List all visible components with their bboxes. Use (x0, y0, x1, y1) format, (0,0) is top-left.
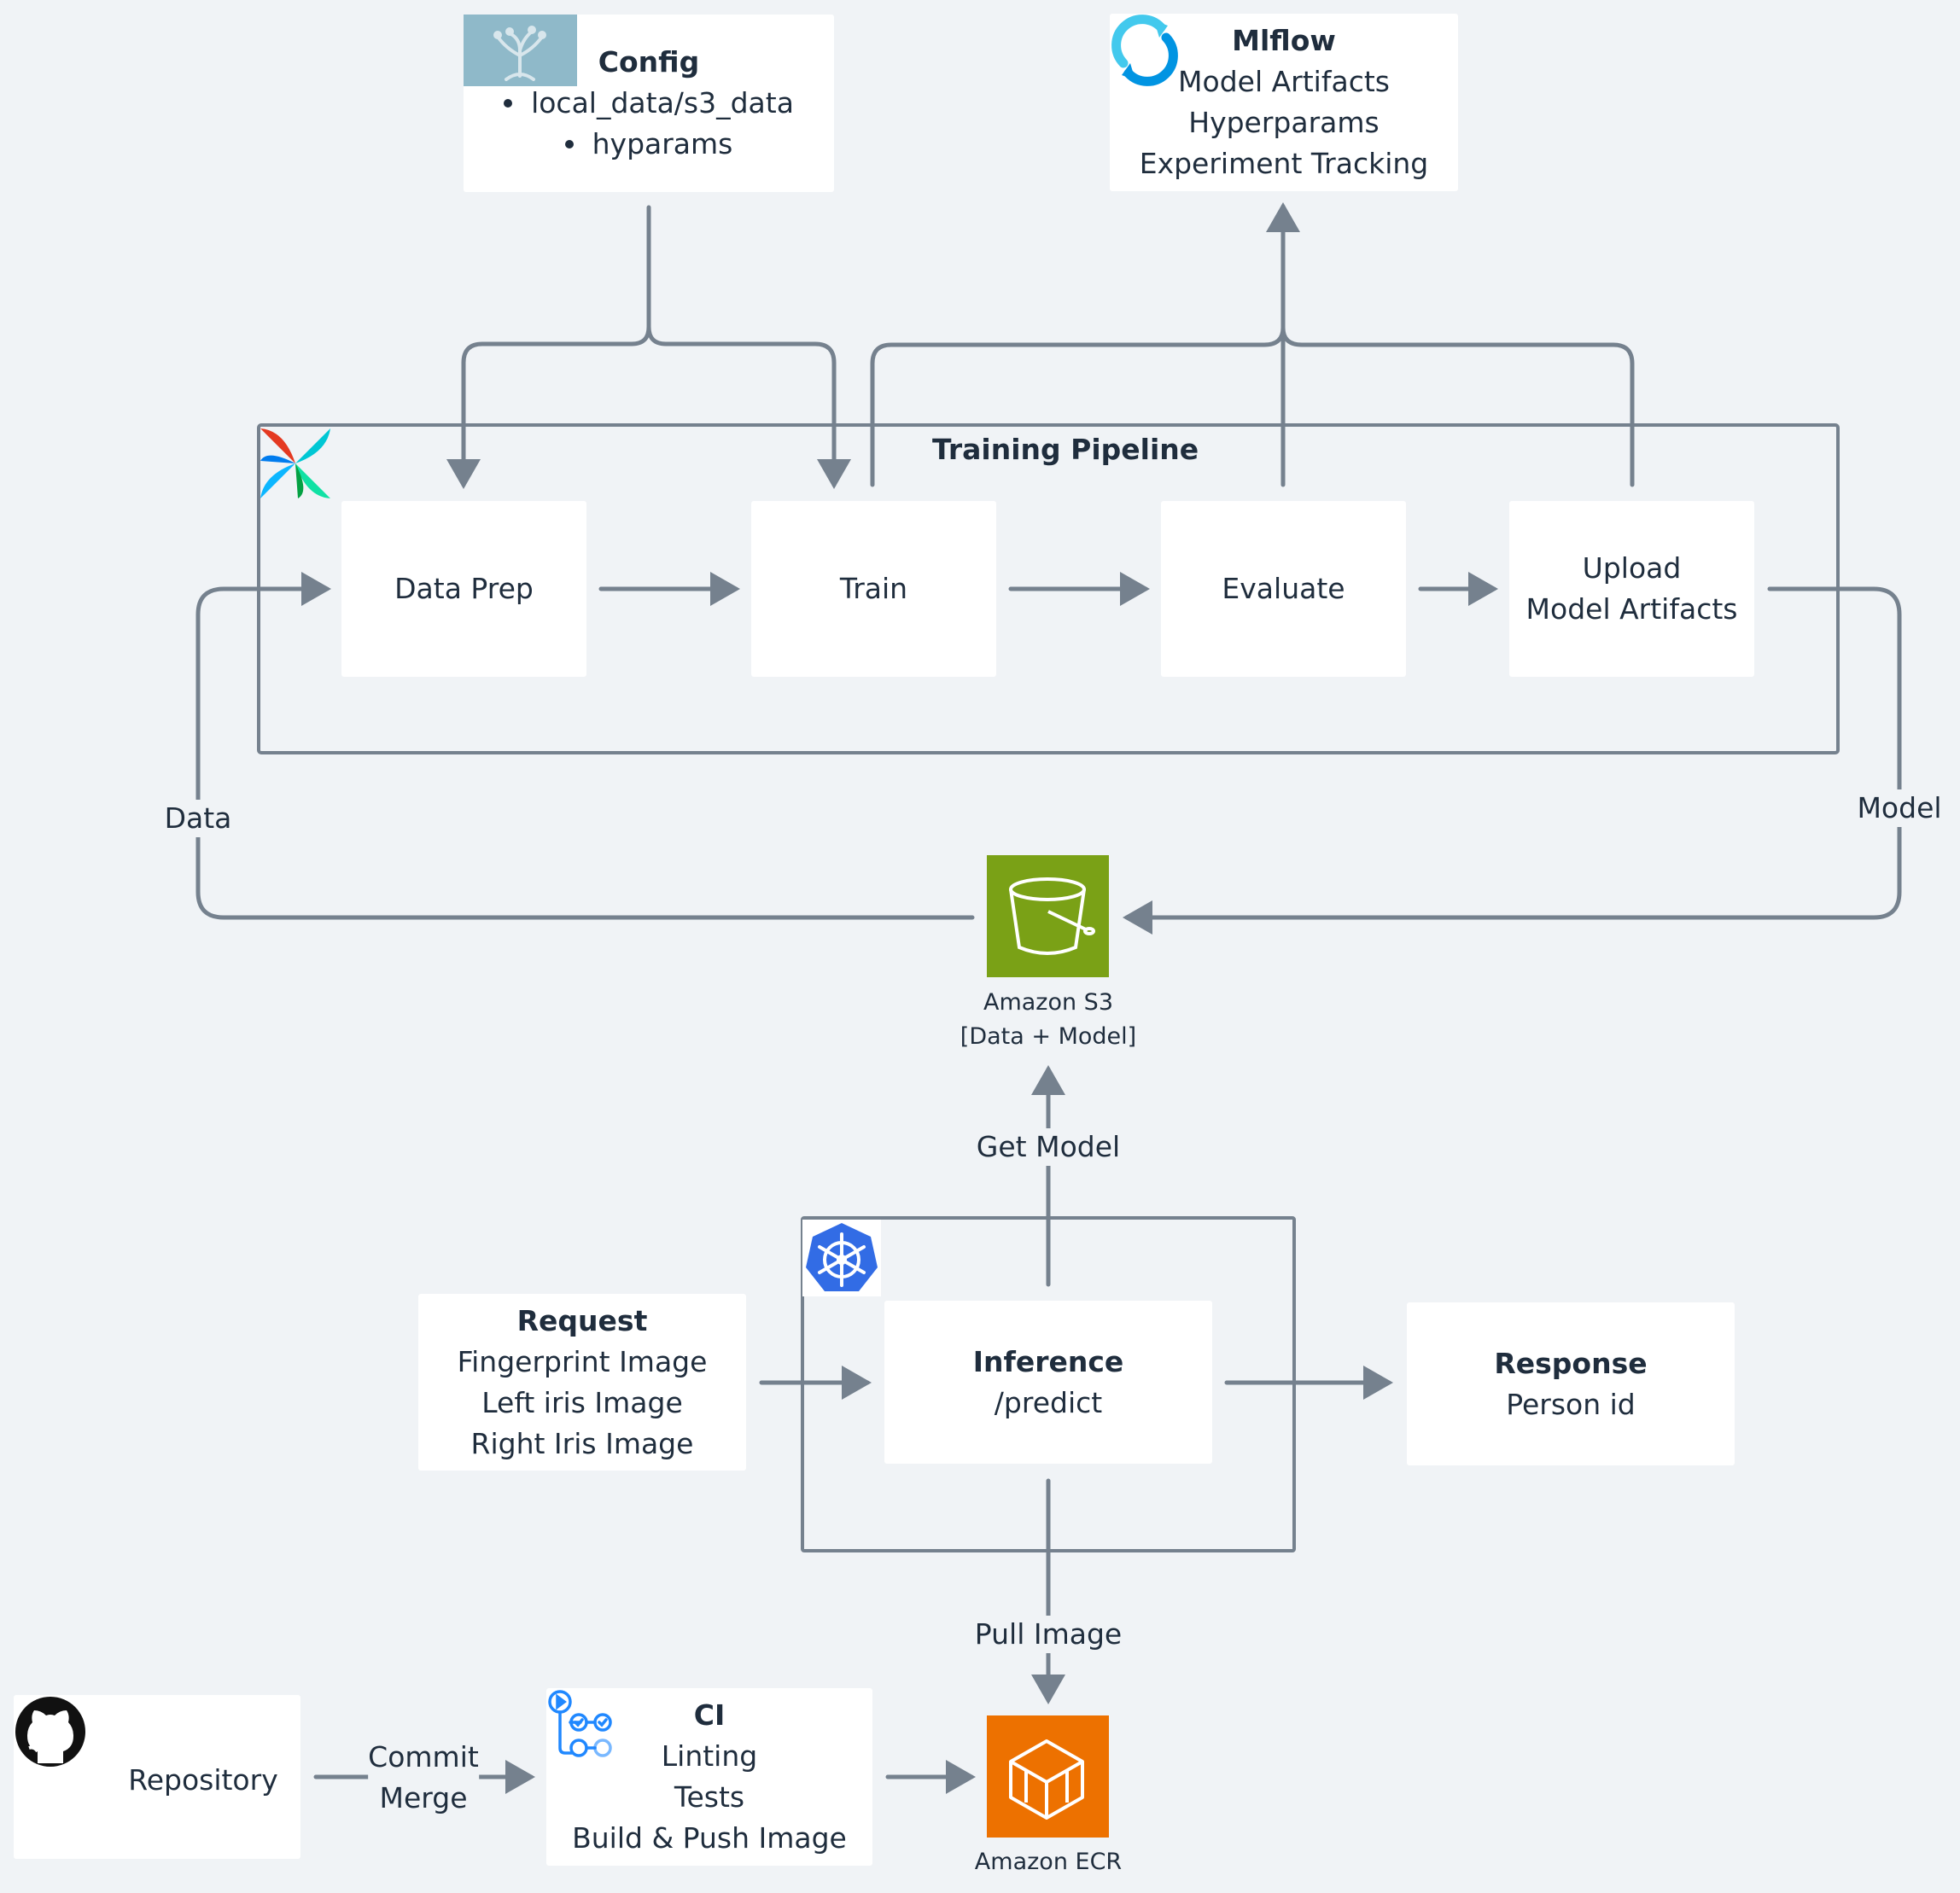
s3-caption: Amazon S3 [Data + Model] (960, 989, 1137, 1050)
mlflow-line: Model Artifacts (1178, 65, 1390, 98)
mlflow-title: Mlflow (1232, 24, 1336, 57)
inference-box: Inference /predict (884, 1301, 1212, 1464)
inference-title: Inference (972, 1344, 1124, 1378)
pull-image-label: Pull Image (974, 1616, 1123, 1653)
amazon-ecr-icon (987, 1715, 1109, 1838)
request-box: Request Fingerprint Image Left iris Imag… (418, 1294, 746, 1471)
inference-route: /predict (994, 1385, 1103, 1419)
model-edge-label: Model (1857, 789, 1942, 827)
hydra-icon (464, 15, 577, 86)
ci-line: Linting (661, 1739, 758, 1773)
config-item: hyparams (564, 124, 732, 165)
github-actions-icon (546, 1688, 620, 1762)
ci-line: Build & Push Image (572, 1821, 847, 1855)
github-icon (14, 1695, 87, 1768)
ecr-caption: Amazon ECR (974, 1849, 1123, 1875)
s3-model-loop (1123, 586, 1902, 935)
evaluate-step: Evaluate (1161, 501, 1406, 677)
response-title: Response (1494, 1346, 1648, 1380)
airflow-icon (259, 427, 332, 500)
ci-box: CI Linting Tests Build & Push Image (546, 1688, 872, 1866)
commit-merge-label: Commit Merge (368, 1737, 479, 1819)
request-line: Left iris Image (481, 1385, 683, 1419)
mlflow-line: Experiment Tracking (1139, 147, 1429, 180)
request-line: Right Iris Image (470, 1426, 694, 1460)
data-prep-step: Data Prep (341, 501, 586, 677)
data-edge-label: Data (164, 800, 232, 837)
request-line: Fingerprint Image (457, 1344, 708, 1378)
config-to-steps (446, 205, 651, 489)
pipeline-title: Training Pipeline (932, 433, 1199, 466)
ci-title: CI (693, 1698, 726, 1732)
request-title: Request (516, 1303, 648, 1337)
amazon-s3-icon (987, 855, 1109, 977)
get-model-label: Get Model (976, 1128, 1121, 1166)
mlflow-line: Hyperparams (1188, 106, 1380, 139)
ci-line: Tests (674, 1780, 745, 1814)
response-value: Person id (1506, 1387, 1636, 1421)
s3-data-loop (195, 572, 975, 920)
kubernetes-icon (802, 1220, 881, 1296)
response-box: Response Person id (1407, 1302, 1735, 1465)
config-title: Config (598, 45, 700, 79)
config-item: local_data/s3_data (504, 83, 794, 124)
mlflow-icon (1108, 14, 1181, 87)
upload-model-artifacts-step: Upload Model Artifacts (1509, 501, 1754, 677)
train-step: Train (751, 501, 996, 677)
